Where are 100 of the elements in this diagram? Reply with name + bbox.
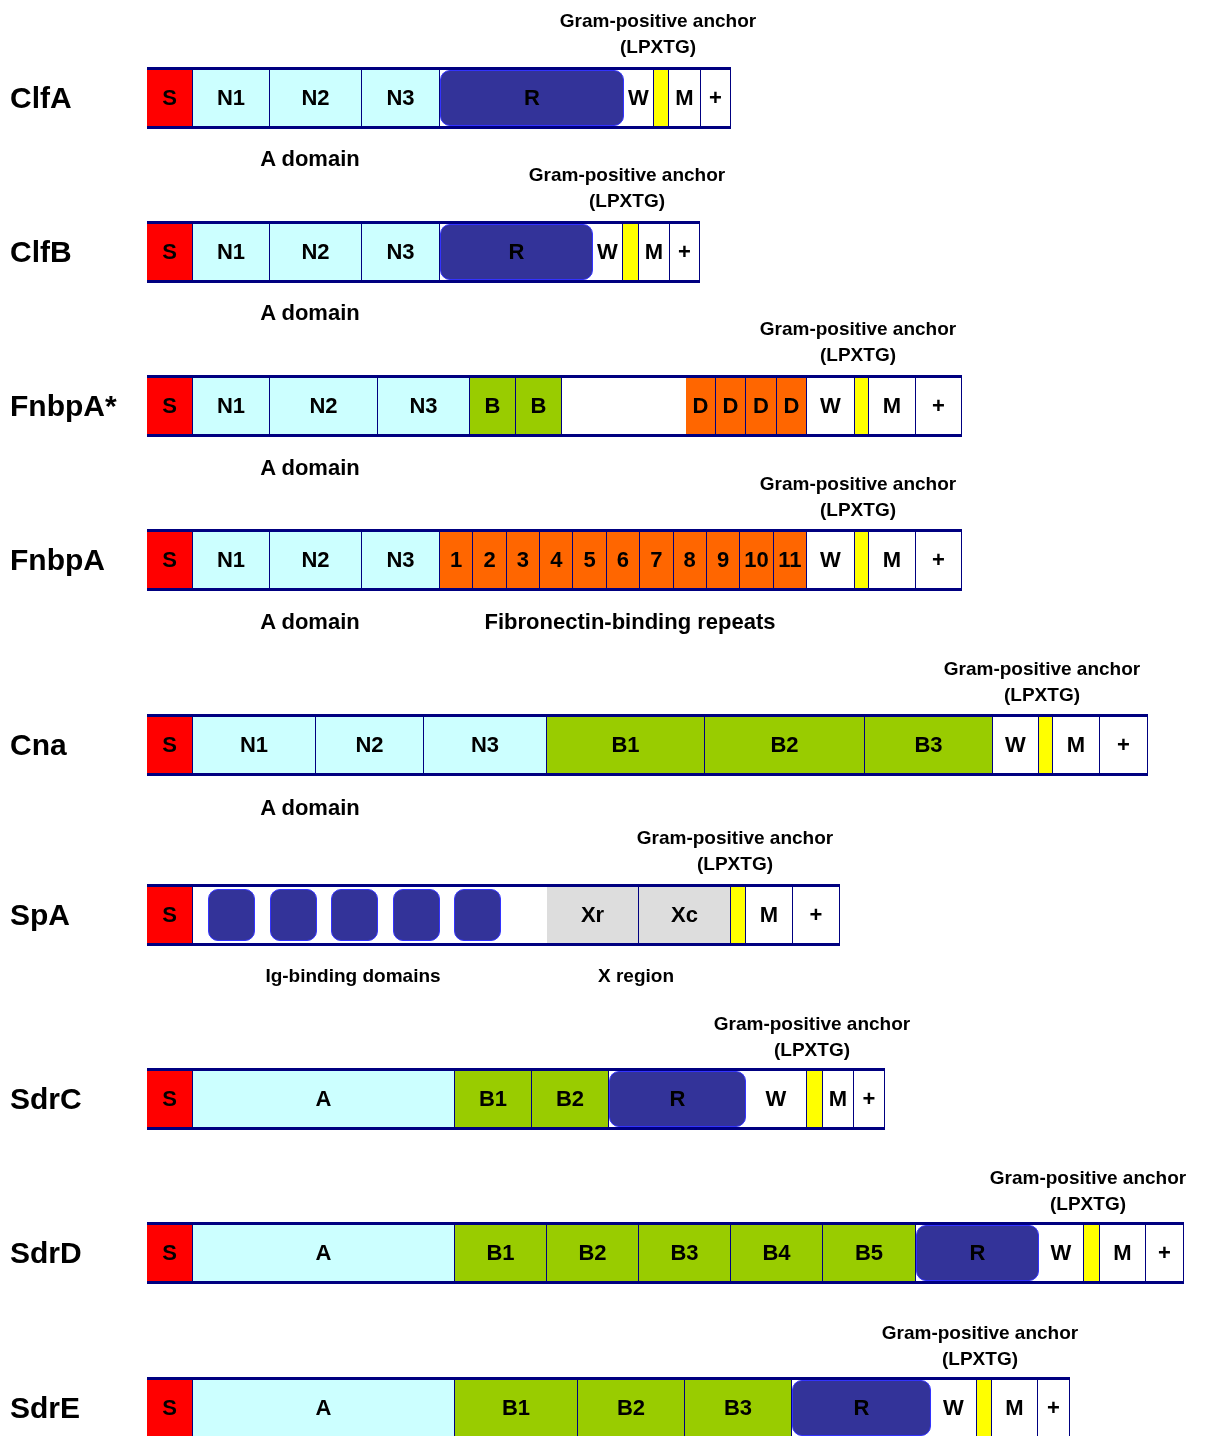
protein-bar — [147, 1068, 885, 1130]
anchor-label: Gram-positive anchor (LPXTG) — [527, 163, 727, 213]
repeat-block: 8 — [673, 532, 707, 588]
repeat-block: 7 — [640, 532, 674, 588]
region-label: A domain — [260, 455, 360, 481]
repeat-block: D — [716, 378, 746, 434]
repeat-block: 3 — [506, 532, 541, 588]
domain-block: N1 — [193, 224, 270, 280]
domain-block: N2 — [316, 717, 424, 773]
domain-block: N3 — [424, 717, 547, 773]
protein-bar — [147, 67, 731, 129]
domain-block: N1 — [193, 532, 270, 588]
protein-name: SdrD — [10, 1235, 82, 1271]
protein-name: FnbpA* — [10, 388, 117, 424]
repeat-block: 10 — [740, 532, 774, 588]
anchor-band — [855, 378, 869, 434]
protein-bar — [147, 1377, 1070, 1436]
domain-block: B2 — [578, 1380, 685, 1436]
anchor-band — [654, 70, 669, 126]
protein-name: ClfA — [10, 80, 72, 116]
domain-block: N2 — [270, 532, 362, 588]
domain-block: N1 — [193, 70, 270, 126]
region-label: Ig-binding domains — [265, 964, 441, 988]
signal-peptide-block: S — [147, 887, 193, 943]
anchor-band — [1039, 717, 1053, 773]
domain-block: N3 — [362, 532, 440, 588]
protein-bar — [147, 375, 962, 437]
anchor-label: Gram-positive anchor (LPXTG) — [758, 317, 958, 367]
anchor-band — [1084, 1225, 1100, 1281]
repeat-region-block: R — [609, 1071, 746, 1127]
domain-block: N3 — [362, 70, 440, 126]
domain-block: B — [470, 378, 516, 434]
repeat-region-block: R — [916, 1225, 1039, 1281]
repeat-block: D — [777, 378, 807, 434]
protein-name: SpA — [10, 897, 70, 933]
domain-block: N2 — [270, 224, 362, 280]
ig-domain-block — [208, 889, 255, 941]
region-label: A domain — [260, 146, 360, 172]
domain-block: B3 — [865, 717, 993, 773]
repeat-block: 11 — [773, 532, 807, 588]
protein-name: FnbpA — [10, 542, 105, 578]
repeat-block: 5 — [573, 532, 607, 588]
domain-block: B4 — [731, 1225, 823, 1281]
signal-peptide-block: S — [147, 224, 193, 280]
signal-peptide-block: S — [147, 1380, 193, 1436]
domain-block: Xr — [547, 887, 639, 943]
protein-name: SdrC — [10, 1081, 82, 1117]
protein-name: SdrE — [10, 1390, 81, 1426]
domain-block: B1 — [455, 1071, 532, 1127]
signal-peptide-block: S — [147, 717, 193, 773]
ig-domain-block — [454, 889, 501, 941]
repeat-block: 1 — [440, 532, 474, 588]
domain-block: N2 — [270, 70, 362, 126]
region-label: X region — [598, 964, 674, 988]
repeat-block: 9 — [706, 532, 741, 588]
protein-bar — [147, 1222, 1184, 1284]
repeat-block: 2 — [473, 532, 507, 588]
anchor-label: Gram-positive anchor (LPXTG) — [758, 472, 958, 522]
repeat-region-block: R — [440, 70, 624, 126]
domain-block: B2 — [532, 1071, 609, 1127]
domain-block: N1 — [193, 378, 270, 434]
anchor-label: Gram-positive anchor (LPXTG) — [635, 826, 835, 876]
domain-block: N3 — [378, 378, 470, 434]
region-label: A domain — [260, 300, 360, 326]
signal-peptide-block: S — [147, 1071, 193, 1127]
domain-block: A — [193, 1225, 455, 1281]
repeat-block: D — [746, 378, 777, 434]
signal-peptide-block: S — [147, 532, 193, 588]
domain-block: B5 — [823, 1225, 916, 1281]
domain-block: N2 — [270, 378, 378, 434]
region-label: Fibronectin-binding repeats — [484, 609, 776, 635]
protein-bar — [147, 529, 962, 591]
anchor-band — [807, 1071, 823, 1127]
domain-block: B2 — [547, 1225, 639, 1281]
anchor-band — [855, 532, 869, 588]
repeat-region-block: R — [440, 224, 593, 280]
anchor-band — [977, 1380, 992, 1436]
anchor-band — [623, 224, 639, 280]
domain-block: N3 — [362, 224, 440, 280]
domain-block: Xc — [639, 887, 731, 943]
ig-domain-block — [393, 889, 440, 941]
domain-block: B3 — [639, 1225, 731, 1281]
domain-block: B3 — [685, 1380, 792, 1436]
anchor-label: Gram-positive anchor (LPXTG) — [988, 1166, 1188, 1216]
domain-block: B1 — [455, 1225, 547, 1281]
domain-block: A — [193, 1380, 455, 1436]
protein-bar — [147, 884, 840, 946]
protein-bar — [147, 714, 1148, 776]
ig-domain-block — [331, 889, 378, 941]
domain-block: B1 — [455, 1380, 578, 1436]
region-label: A domain — [260, 795, 360, 821]
repeat-block: 6 — [606, 532, 641, 588]
protein-name: ClfB — [10, 234, 72, 270]
domain-block: A — [193, 1071, 455, 1127]
signal-peptide-block: S — [147, 1225, 193, 1281]
anchor-label: Gram-positive anchor (LPXTG) — [712, 1012, 912, 1062]
anchor-band — [731, 887, 746, 943]
protein-bar — [147, 221, 700, 283]
anchor-label: Gram-positive anchor (LPXTG) — [942, 657, 1142, 707]
domain-block: B — [516, 378, 562, 434]
